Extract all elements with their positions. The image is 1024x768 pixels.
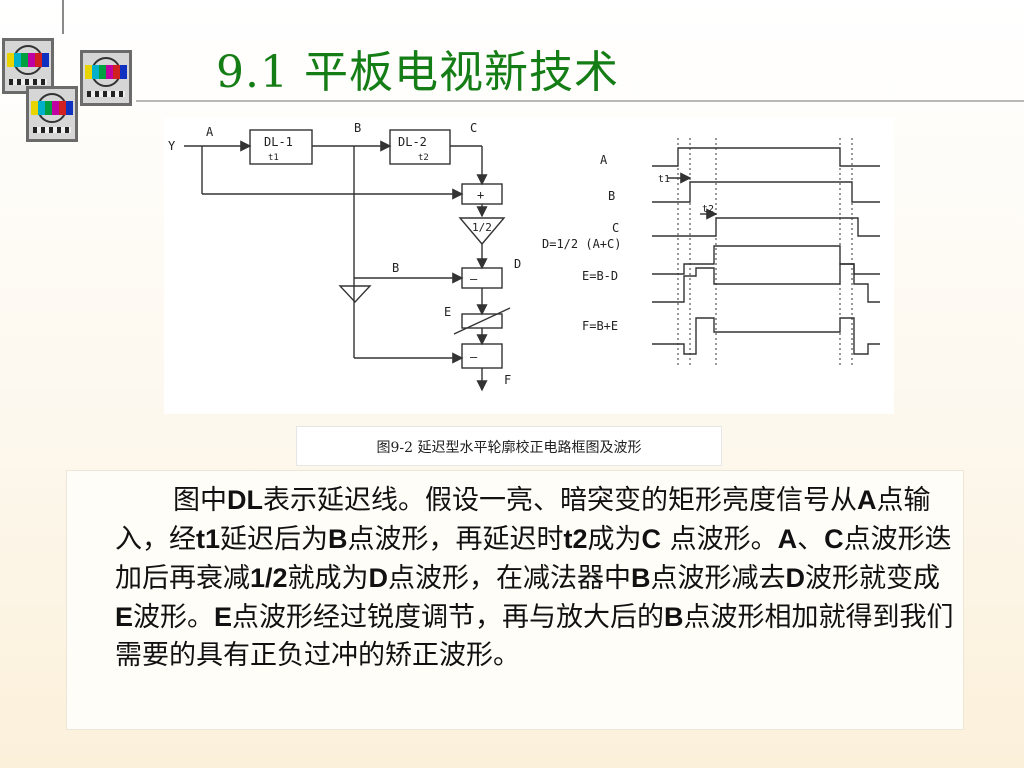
input-label: Y xyxy=(168,139,176,153)
text-run-bold: C xyxy=(824,524,844,554)
text-run: 点波形，在减法器中 xyxy=(388,563,632,594)
wave-label-e: E=B-D xyxy=(582,269,618,283)
wave-label-f: F=B+E xyxy=(582,319,618,333)
text-run: 点输入，经 xyxy=(115,485,931,555)
wave-label-a: A xyxy=(600,153,608,167)
text-run: 点波形相加就得到我们需要的具有正负过冲的矫正波形。 xyxy=(115,602,954,671)
waveform-b xyxy=(652,181,880,203)
text-run: 图中 xyxy=(173,485,227,516)
text-run-bold: t2 xyxy=(563,524,588,554)
text-run-bold: D xyxy=(785,563,806,593)
adder-symbol: + xyxy=(477,188,484,202)
text-run: 点波形经过锐度调节，再与放大后的 xyxy=(232,602,665,633)
description-paragraph: 图中DL表示延迟线。假设一亮、暗突变的矩形亮度信号从A点输入，经t1延迟后为B点… xyxy=(115,481,955,675)
half-label: 1/2 xyxy=(472,221,492,234)
text-run-bold: E xyxy=(115,602,134,632)
test-card-icon xyxy=(2,38,54,94)
caption-box: 图9-2 延迟型水平轮廓校正电路框图及波形 xyxy=(296,426,722,466)
output-label: F xyxy=(504,373,511,387)
text-run: 表示延迟线。假设一亮、暗突变的矩形亮度信号从 xyxy=(263,485,857,516)
text-run-bold: B xyxy=(664,602,684,632)
text-run: 点波形迭加后再衰减 xyxy=(115,524,952,594)
output-adder-block xyxy=(461,343,503,369)
text-run: 点波形。 xyxy=(661,524,778,555)
node-e-label: E xyxy=(444,305,451,319)
circuit-figure: Y A B C DL-1 t1 DL-2 t2 + 1/2 B D — E — … xyxy=(164,118,894,414)
dl2-block xyxy=(389,129,451,165)
node-c-label: C xyxy=(470,121,477,135)
text-run-bold: t1 xyxy=(196,524,221,554)
waveform-d xyxy=(652,245,880,275)
text-run: 点波形减去 xyxy=(650,563,786,594)
dl1-block xyxy=(249,129,313,165)
text-run-bold: DL xyxy=(227,485,263,515)
node-a-label: A xyxy=(206,125,214,139)
dl2-delay-label: t2 xyxy=(418,153,429,163)
attenuator-triangle xyxy=(458,217,506,246)
text-run: 就成为 xyxy=(287,563,369,594)
branch-b-label: B xyxy=(392,261,399,275)
text-run-bold: 1/2 xyxy=(250,563,288,593)
text-run: 波形就变成 xyxy=(805,563,941,594)
decor-vertical-line xyxy=(62,0,64,34)
subtract-symbol: — xyxy=(470,272,478,286)
waveform-e xyxy=(652,263,880,303)
dl1-delay-label: t1 xyxy=(268,153,279,163)
final-subtract-symbol: — xyxy=(470,350,478,364)
wave-label-d: D=1/2 (A+C) xyxy=(542,237,621,251)
title-underline xyxy=(136,100,1024,102)
figure-caption: 图9-2 延迟型水平轮廓校正电路框图及波形 xyxy=(376,440,642,456)
wave-label-b: B xyxy=(608,189,615,203)
text-run-bold: D xyxy=(368,563,389,593)
text-run-bold: A xyxy=(777,524,798,554)
text-run: 延迟后为 xyxy=(220,524,329,555)
test-card-icon xyxy=(80,50,132,106)
text-run-bold: B xyxy=(328,524,348,554)
subtractor-block xyxy=(461,267,503,289)
text-run-bold: B xyxy=(631,563,651,593)
text-run: 成为 xyxy=(587,524,642,555)
text-run: 点波形，再延迟时 xyxy=(347,524,564,555)
slide-title: 9.1 平板电视新技术 xyxy=(216,47,619,98)
dl2-label: DL-2 xyxy=(398,135,427,149)
text-run: 波形。 xyxy=(133,602,215,633)
text-run-bold: E xyxy=(214,602,233,632)
amplifier-triangle xyxy=(338,285,372,304)
node-d-label: D xyxy=(514,257,521,271)
waveform-group xyxy=(652,138,880,368)
text-run: 、 xyxy=(797,524,825,555)
t1-label: t1 xyxy=(658,174,670,185)
node-b-label: B xyxy=(354,121,361,135)
t2-label: t2 xyxy=(702,204,714,215)
text-run-bold: C xyxy=(641,524,662,554)
tv-test-card-logo xyxy=(0,28,140,150)
waveform-f xyxy=(652,317,880,355)
text-run-bold: A xyxy=(857,485,877,515)
description-box: 图中DL表示延迟线。假设一亮、暗突变的矩形亮度信号从A点输入，经t1延迟后为B点… xyxy=(66,470,964,730)
waveform-a xyxy=(652,147,880,167)
test-card-icon xyxy=(26,86,78,142)
wave-label-c: C xyxy=(612,221,619,235)
dl1-label: DL-1 xyxy=(264,135,293,149)
waveform-c xyxy=(652,217,880,237)
circuit-diagram-svg: Y A B C DL-1 t1 DL-2 t2 + 1/2 B D — E — … xyxy=(168,121,880,392)
